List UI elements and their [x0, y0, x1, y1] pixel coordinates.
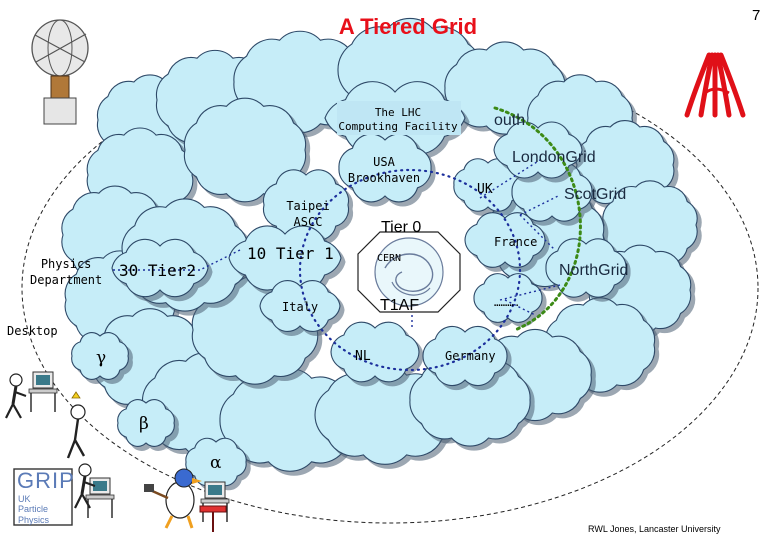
node-cloud: [473, 273, 543, 323]
italy-label: Italy: [282, 300, 319, 314]
computer-screen: [208, 485, 222, 495]
nl-label: NL: [355, 349, 371, 364]
node-cloud: [338, 133, 432, 203]
person-body: [11, 385, 18, 405]
detector-line: [35, 33, 87, 63]
southgrid-label: outh: [494, 112, 526, 129]
usa-brookhaven-label: USA Brookhaven: [347, 155, 421, 185]
atlas-logo-bar: [704, 87, 730, 95]
atlas-logo-stroke: [715, 52, 732, 118]
cern-label: CERN: [377, 253, 402, 264]
node-cloud: [262, 169, 350, 241]
connection-line: [504, 299, 536, 316]
person-head: [70, 404, 86, 420]
detector-body: [50, 75, 70, 99]
t1af-label: T1AF: [380, 297, 420, 314]
person-arm: [14, 391, 27, 397]
foreground-shapes: [13, 19, 746, 526]
person-arm: [83, 481, 96, 487]
duck-head: [174, 468, 194, 488]
lhc-facility-box: [337, 101, 461, 135]
tier1-ring: [298, 168, 522, 372]
gamma-label: γ: [96, 348, 107, 368]
computer-screen: [93, 481, 107, 491]
node-cloud: [493, 121, 583, 179]
footer-credit: RWL Jones, Lancaster University: [588, 524, 721, 534]
grip-logo-box: [13, 468, 73, 526]
cern-swirl-2: [391, 281, 431, 296]
node-cloud: [259, 280, 341, 332]
atlas-logo-stroke: [718, 52, 746, 118]
node-cloud: [71, 332, 129, 380]
person-body: [66, 418, 86, 459]
dots-label: ……….: [494, 296, 521, 309]
uk-label: UK: [477, 182, 493, 197]
londongrid-label: LondonGrid: [512, 149, 596, 166]
person-body: [80, 475, 87, 495]
node-cloud: [464, 212, 546, 268]
connection-line: [519, 214, 556, 251]
person-head: [9, 373, 23, 387]
computer-keyboard: [85, 494, 115, 500]
tier0-label: Tier 0: [381, 219, 422, 236]
node-cloud: [117, 399, 175, 447]
tier2-label: 30 Tier2: [119, 261, 197, 280]
connection-line: [499, 284, 561, 301]
cloud-layer: [21, 18, 759, 524]
atlas-logo-stroke: [684, 52, 712, 118]
node-cloud: [185, 437, 247, 487]
page-number: 7: [752, 7, 761, 24]
computer-keyboard: [28, 388, 58, 394]
hammer-head: [144, 484, 154, 492]
beta-label: β: [139, 414, 149, 434]
desktop-label: Desktop: [7, 324, 58, 338]
cern-circle: [374, 237, 444, 307]
green-link-arc: [493, 106, 582, 332]
computer-keyboard: [200, 498, 230, 504]
red-desk: [199, 505, 227, 513]
physics-department-label: Physics Department: [30, 257, 103, 287]
germany-label: Germany: [445, 349, 496, 363]
detector-pedestal: [43, 97, 77, 125]
person-legs: [5, 403, 22, 419]
lhc-facility-label: The LHC Computing Facility: [338, 106, 458, 134]
person-head: [78, 463, 92, 477]
northgrid-label: NorthGrid: [559, 262, 629, 279]
people-clipart: [5, 371, 230, 532]
connection-line: [479, 159, 541, 199]
duck-beak: [192, 478, 202, 484]
taipei-ascc-label: Taipei ASCC: [286, 199, 330, 229]
grip-logo-text: GRIP: [17, 468, 75, 493]
person-legs: [74, 493, 91, 509]
grip-logo-subtext: UK Particle Physics: [18, 494, 50, 525]
france-label: France: [494, 235, 538, 249]
duck-body: [165, 481, 195, 519]
duck-legs: [164, 515, 194, 529]
computer-screen: [36, 375, 50, 385]
cern-swirl: [384, 253, 434, 292]
alpha-label: α: [210, 453, 222, 473]
node-cloud: [330, 321, 420, 383]
atlas-logo-stroke: [698, 52, 715, 118]
scotgrid-label: ScotGrid: [564, 186, 627, 203]
idea-bulb: [71, 391, 81, 399]
slide-title: A Tiered Grid: [338, 14, 478, 39]
node-cloud: [111, 238, 209, 298]
tier1-label: 10 Tier 1: [247, 244, 334, 263]
